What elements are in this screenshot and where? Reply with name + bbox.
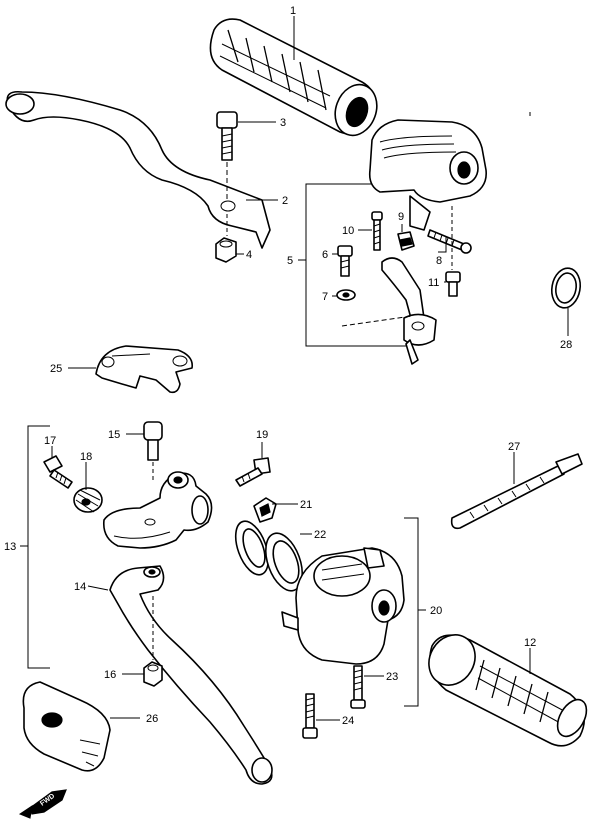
group-bracket-13 bbox=[27, 425, 50, 669]
screw-24 bbox=[302, 693, 318, 739]
callout-labels: 1 2 3 4 5 6 7 8 9 10 11 12 13 14 15 16 1… bbox=[4, 5, 572, 727]
callout-11: 11 bbox=[428, 277, 439, 289]
callout-7: 7 bbox=[322, 291, 328, 303]
callout-3: 3 bbox=[280, 117, 286, 129]
callout-19: 19 bbox=[256, 429, 268, 441]
lower-switch-housing bbox=[281, 547, 405, 665]
callout-25: 25 bbox=[50, 363, 62, 375]
callout-5: 5 bbox=[287, 255, 293, 267]
leader-lines bbox=[51, 16, 569, 721]
callout-6: 6 bbox=[322, 249, 328, 261]
callout-16: 16 bbox=[104, 669, 116, 681]
nut-16 bbox=[143, 596, 163, 687]
screw-17 bbox=[43, 455, 73, 489]
callout-27: 27 bbox=[508, 441, 520, 453]
screw-23 bbox=[350, 665, 366, 709]
lever-holder bbox=[102, 471, 213, 549]
callout-12: 12 bbox=[524, 637, 536, 649]
callout-20: 20 bbox=[430, 605, 442, 617]
callout-18: 18 bbox=[80, 451, 92, 463]
callout-1: 1 bbox=[290, 5, 296, 17]
lever-nut bbox=[215, 214, 237, 263]
callout-24: 24 bbox=[342, 715, 354, 727]
callout-9: 9 bbox=[398, 211, 404, 223]
o-ring-28 bbox=[550, 267, 582, 309]
screw-11 bbox=[445, 206, 461, 297]
callout-23: 23 bbox=[386, 671, 398, 683]
upper-switch-housing bbox=[368, 119, 487, 231]
callout-10: 10 bbox=[342, 225, 354, 237]
callout-2: 2 bbox=[282, 195, 288, 207]
clip-21 bbox=[253, 497, 277, 523]
group-bracket-20 bbox=[404, 517, 419, 707]
callout-14: 14 bbox=[74, 581, 86, 593]
callout-21: 21 bbox=[300, 499, 312, 511]
callout-22: 22 bbox=[314, 529, 326, 541]
callout-28: 28 bbox=[560, 339, 572, 351]
washer-7 bbox=[336, 289, 356, 301]
adjuster-18 bbox=[73, 487, 103, 513]
screw-10 bbox=[371, 211, 383, 251]
left-grip bbox=[209, 18, 378, 137]
upper-lever bbox=[5, 90, 271, 249]
clip-9 bbox=[397, 231, 415, 251]
bolt-15 bbox=[143, 421, 163, 480]
lower-lever bbox=[109, 565, 273, 785]
cable-tie-27 bbox=[450, 453, 583, 530]
callout-8: 8 bbox=[436, 255, 442, 267]
switch-lever-assembly bbox=[341, 257, 437, 365]
seal-rings-22 bbox=[234, 520, 304, 592]
forward-direction-badge: FWD bbox=[18, 789, 67, 819]
bracket-25 bbox=[95, 345, 194, 394]
screw-8 bbox=[427, 229, 472, 254]
group-bracket-5 bbox=[305, 183, 412, 347]
callout-4: 4 bbox=[246, 249, 252, 261]
callout-15: 15 bbox=[108, 429, 120, 441]
screw-19 bbox=[235, 457, 271, 487]
lever-cover-26 bbox=[22, 681, 111, 772]
right-grip bbox=[428, 634, 588, 747]
callout-13: 13 bbox=[4, 541, 16, 553]
callout-17: 17 bbox=[44, 435, 56, 447]
screw-6 bbox=[337, 245, 353, 277]
callout-26: 26 bbox=[146, 713, 158, 725]
pivot-bolt bbox=[216, 111, 238, 200]
